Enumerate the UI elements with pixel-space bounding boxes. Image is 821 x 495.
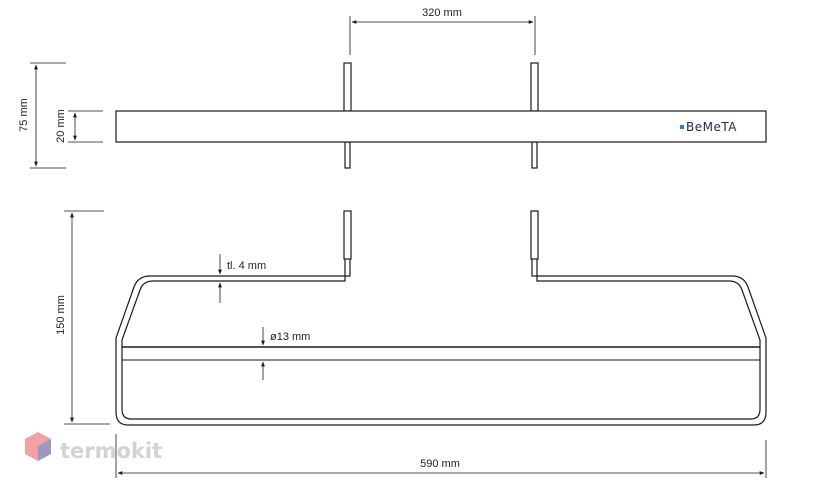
basket-frame-outer [115, 259, 767, 426]
post-right-bottom [531, 141, 538, 169]
watermark: termokit [25, 432, 162, 463]
top-view [30, 16, 767, 169]
dim-d13-label: ø13 mm [270, 331, 310, 343]
brand-logo: BeMeTA [686, 120, 737, 134]
brand-logo-dot [680, 125, 684, 129]
front-view [64, 210, 767, 478]
dim-tl4-label: tl. 4 mm [227, 260, 266, 272]
post-right-front [530, 210, 539, 260]
dim-75-label: 75 mm [18, 98, 30, 132]
watermark-text: termokit [60, 439, 162, 463]
dim-590-label: 590 mm [420, 458, 460, 470]
dim-320-label: 320 mm [422, 7, 462, 19]
post-right-top [530, 62, 539, 112]
basket-frame-inner [121, 259, 761, 420]
post-left-top [343, 62, 352, 112]
watermark-cube-side [38, 439, 51, 461]
post-left-front [343, 210, 352, 260]
dim-150-label: 150 mm [55, 295, 67, 335]
dim-20-label: 20 mm [55, 109, 67, 143]
post-left-bottom [344, 141, 351, 169]
top-bar [115, 110, 767, 143]
